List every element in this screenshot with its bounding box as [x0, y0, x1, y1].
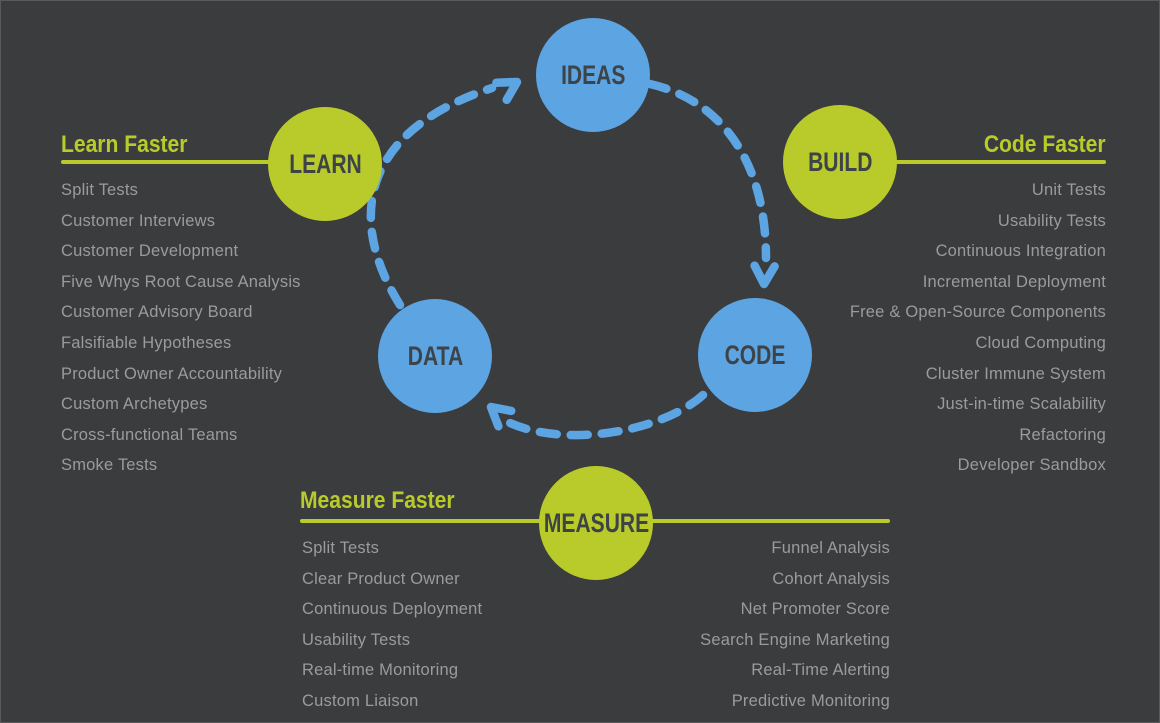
list-item: Funnel Analysis [771, 539, 890, 557]
list-item: Usability Tests [997, 211, 1106, 230]
list-item: Five Whys Root Cause Analysis [61, 272, 301, 291]
node-measure-label: MEASURE [543, 507, 649, 538]
list-item: Search Engine Marketing [700, 630, 890, 649]
list-item: Developer Sandbox [957, 456, 1106, 475]
list-item: Continuous Deployment [302, 600, 483, 619]
node-learn-label: LEARN [288, 148, 362, 179]
list-item: Net Promoter Score [740, 600, 890, 619]
code-section-rule [838, 160, 1106, 164]
list-item: Custom Liaison [302, 691, 419, 710]
list-item: Customer Advisory Board [61, 303, 253, 322]
node-code: CODE [698, 298, 812, 412]
list-item: Clear Product Owner [302, 569, 460, 588]
measure-section-heading: Measure Faster [300, 487, 455, 514]
arrowhead-to-ideas-icon [492, 77, 522, 105]
list-item: Split Tests [302, 539, 380, 557]
node-ideas-label: IDEAS [560, 59, 626, 90]
learn-section-rule [61, 160, 329, 164]
list-item: Product Owner Accountability [61, 364, 283, 383]
node-measure: MEASURE [539, 466, 653, 580]
list-item: Cross-functional Teams [61, 425, 238, 444]
arrowhead-to-data-icon [486, 402, 516, 431]
list-item: Cloud Computing [975, 333, 1106, 352]
arrow-arc-code-to-data-icon [505, 390, 708, 440]
list-item: Cohort Analysis [772, 569, 890, 588]
list-item: Customer Interviews [61, 211, 216, 230]
list-item: Continuous Integration [935, 242, 1106, 261]
learn-section-heading: Learn Faster [61, 131, 188, 158]
list-item: Real-Time Alerting [751, 661, 890, 680]
list-item: Falsifiable Hypotheses [61, 333, 232, 352]
list-item: Refactoring [1019, 425, 1106, 444]
node-build: BUILD [783, 105, 897, 219]
arrow-arc-data-to-ideas-icon [366, 83, 497, 310]
arrowhead-to-code-icon [750, 261, 779, 289]
node-data-label: DATA [407, 340, 463, 371]
list-item: Free & Open-Source Components [849, 303, 1106, 322]
list-item: Real-time Monitoring [302, 661, 459, 680]
node-build-label: BUILD [807, 146, 873, 177]
node-code-label: CODE [724, 339, 786, 370]
list-item: Unit Tests [1031, 181, 1106, 199]
list-item: Predictive Monitoring [731, 691, 890, 710]
node-ideas: IDEAS [536, 18, 650, 132]
list-item: Customer Development [61, 242, 239, 261]
list-item: Custom Archetypes [61, 395, 208, 414]
list-item: Cluster Immune System [925, 364, 1106, 383]
code-section-heading: Code Faster [984, 131, 1106, 158]
node-learn: LEARN [268, 107, 382, 221]
list-item: Smoke Tests [61, 456, 158, 475]
list-item: Just-in-time Scalability [937, 395, 1106, 414]
node-data: DATA [378, 299, 492, 413]
list-item: Usability Tests [302, 630, 411, 649]
arrow-arc-ideas-to-code-icon [645, 79, 771, 263]
list-item: Incremental Deployment [922, 272, 1106, 291]
list-item: Split Tests [61, 181, 139, 199]
